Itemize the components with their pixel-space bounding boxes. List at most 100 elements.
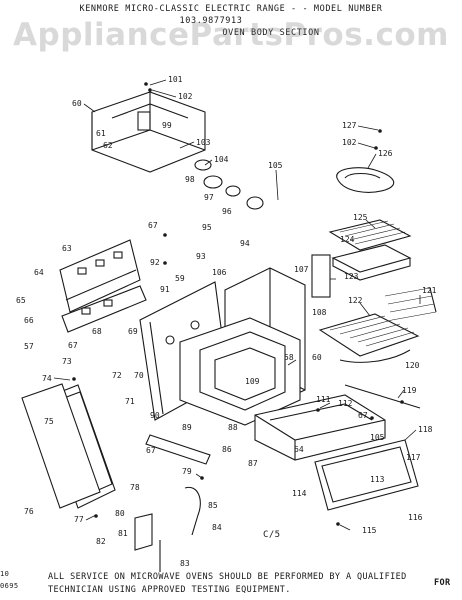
callout-label: 120 [405, 361, 420, 370]
callout-label: 80 [115, 509, 125, 518]
callout-label: 94 [240, 239, 250, 248]
callout-label: 62 [103, 141, 113, 150]
sheet-code: C/5 [263, 530, 281, 540]
callout-label: 87 [248, 459, 258, 468]
callout-label: 114 [292, 489, 307, 498]
callout-label: 108 [312, 308, 327, 317]
callout-label: 91 [160, 285, 170, 294]
callout-label: 60 [312, 353, 322, 362]
callout-label: 81 [118, 529, 128, 538]
callout-label: 58 [284, 353, 294, 362]
callout-label: 106 [212, 268, 227, 277]
callout-label: 71 [125, 397, 135, 406]
part-wire [339, 349, 411, 363]
callout-label: 119 [402, 386, 417, 395]
callout-label: 103 [196, 138, 211, 147]
callout-label: 77 [74, 515, 84, 524]
callout-label: 76 [24, 507, 34, 516]
callout-label: 96 [222, 207, 232, 216]
callout-label: 60 [72, 99, 82, 108]
callout-label: 82 [96, 537, 106, 546]
callout-label: 109 [245, 377, 260, 386]
callout-label: 78 [130, 483, 140, 492]
callout-labels: 101 102 60 61 99 62 103 104 98 97 96 105… [16, 75, 437, 568]
part-pan-insert [331, 244, 412, 281]
section-title: OVEN BODY SECTION [222, 28, 320, 38]
callout-label: 75 [44, 417, 54, 426]
callout-label: 93 [196, 252, 206, 261]
callout-label: 68 [92, 327, 102, 336]
callout-label: 121 [422, 286, 437, 295]
callout-label: 88 [228, 423, 238, 432]
part-broil-pan [328, 219, 412, 251]
callout-label: 64 [294, 445, 304, 454]
callout-label: 57 [24, 342, 34, 351]
callout-label: 127 [342, 121, 357, 130]
callout-label: 83 [180, 559, 190, 568]
callout-label: 99 [162, 121, 172, 130]
callout-label: 101 [168, 75, 183, 84]
callout-label: 116 [408, 513, 423, 522]
part-storage-drawer [254, 394, 386, 461]
callout-label: 117 [406, 453, 421, 462]
callout-label: 126 [378, 149, 393, 158]
service-note-line1: ALL SERVICE ON MICROWAVE OVENS SHOULD BE… [48, 572, 407, 582]
callout-label: 102 [178, 92, 193, 101]
callout-label: 115 [362, 526, 377, 535]
callout-label: 67 [148, 221, 158, 230]
callout-label: 125 [353, 213, 368, 222]
callout-label: 98 [185, 175, 195, 184]
part-rack-guides [384, 287, 437, 321]
part-door-panel [21, 383, 101, 509]
part-vent [311, 254, 331, 298]
callout-label: 123 [344, 272, 359, 281]
part-latch [134, 513, 153, 551]
footer-continuation: FOR [434, 578, 451, 588]
callout-label: 102 [342, 138, 357, 147]
part-hinge [184, 486, 201, 536]
callout-label: 73 [62, 357, 72, 366]
callout-label: 65 [16, 296, 26, 305]
callout-label: 122 [348, 296, 363, 305]
diagram-title: KENMORE MICRO-CLASSIC ELECTRIC RANGE - -… [79, 4, 383, 14]
callout-label: 113 [370, 475, 385, 484]
callout-label: 79 [182, 467, 192, 476]
callout-label: 92 [150, 258, 160, 267]
callout-label: 118 [418, 425, 433, 434]
watermark-logo: AppliancePartsPros.com [13, 17, 449, 53]
callout-label: 86 [222, 445, 232, 454]
callout-label: 105 [370, 433, 385, 442]
callout-label: 74 [42, 374, 52, 383]
service-note-line2: TECHNICIAN USING APPROVED TESTING EQUIPM… [48, 585, 291, 595]
callout-label: 67 [358, 411, 368, 420]
callout-label: 107 [294, 265, 309, 274]
fasteners [72, 82, 404, 526]
part-lower-back [61, 285, 147, 333]
callout-label: 63 [62, 244, 72, 253]
callout-label: 67 [68, 341, 78, 350]
callout-label: 66 [24, 316, 34, 325]
callout-label: 64 [34, 268, 44, 277]
model-number: 103.9877913 [179, 16, 243, 26]
callout-label: 95 [202, 223, 212, 232]
callout-label: 124 [340, 235, 355, 244]
margin-note-top: 10 [0, 570, 10, 578]
part-bracket [145, 434, 211, 465]
part-rod [344, 384, 421, 409]
part-broil-element [336, 167, 395, 193]
callout-label: 61 [96, 129, 106, 138]
callout-label: 84 [212, 523, 222, 532]
callout-label: 111 [316, 395, 331, 404]
callout-label: 104 [214, 155, 229, 164]
callout-label: 85 [208, 501, 218, 510]
callout-label: 97 [204, 193, 214, 202]
part-microwave-cavity [91, 91, 206, 173]
part-drawer-front [314, 439, 419, 511]
callout-label: 112 [338, 399, 353, 408]
part-rings [194, 159, 264, 210]
leader-lines [53, 79, 421, 531]
callout-label: 72 [112, 371, 122, 380]
callout-label: 105 [268, 161, 283, 170]
part-oven-rack [318, 313, 420, 357]
